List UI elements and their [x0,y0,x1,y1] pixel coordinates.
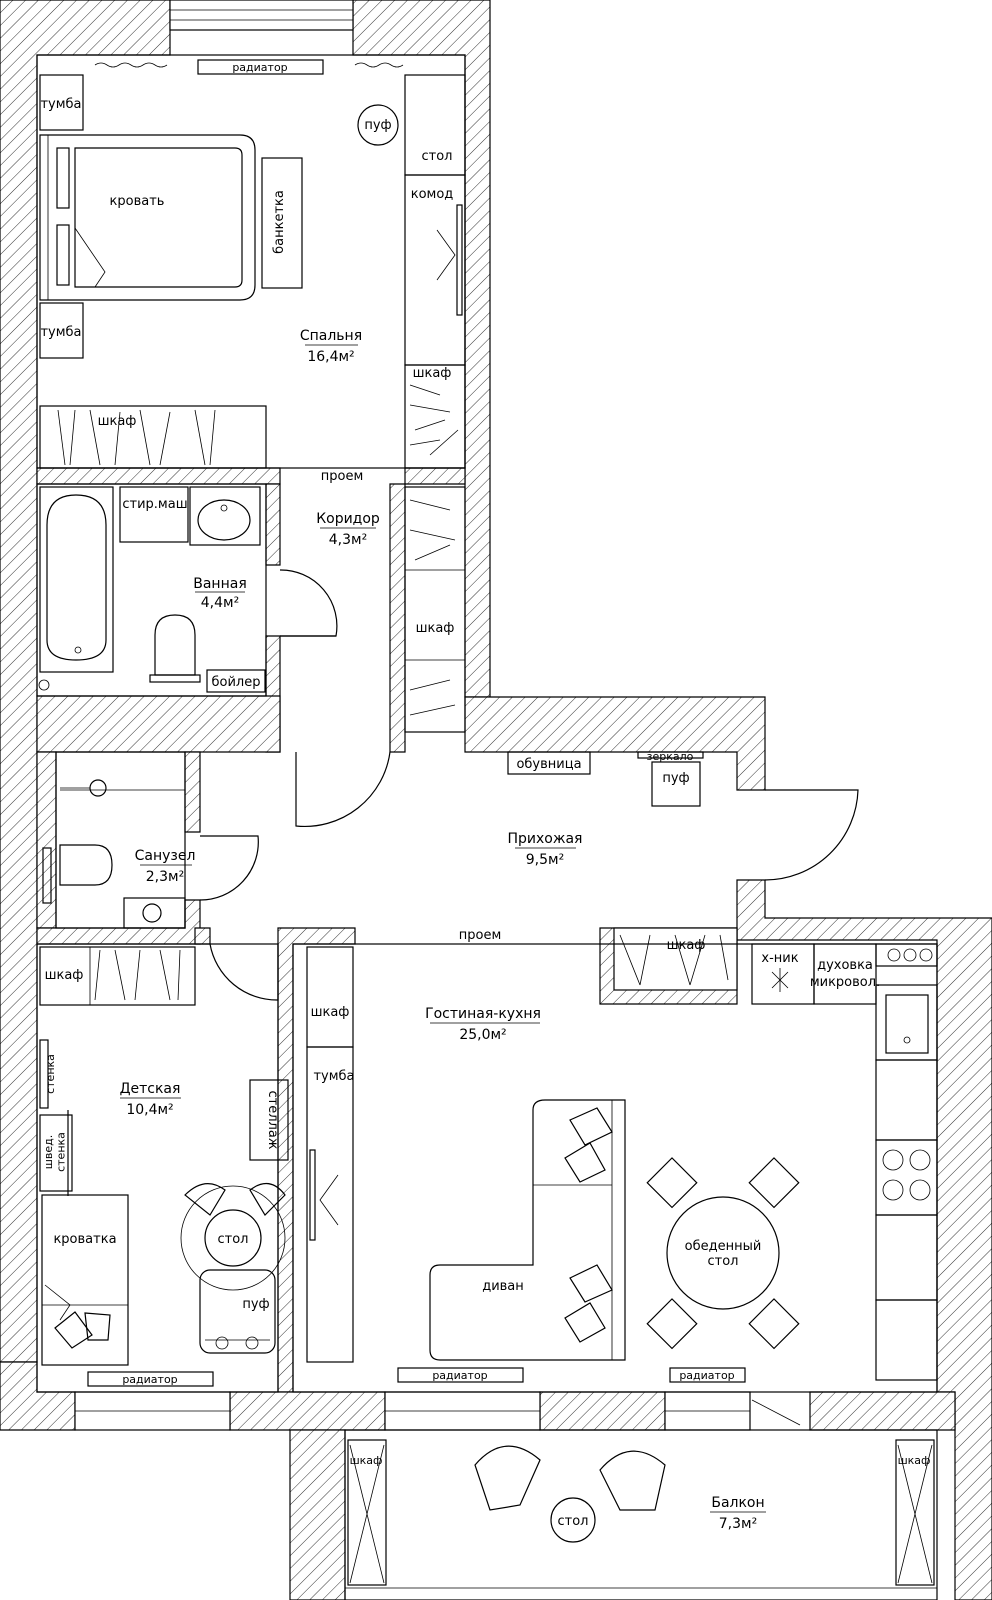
bathroom-furniture: стир.маш Ванная 4,4м² бойлер [38,486,266,693]
mirror-label: зеркало [647,750,694,763]
radiator-living-1-label: радиатор [432,1369,487,1382]
wardrobe-hallway-label: шкаф [667,938,706,953]
room-name-bathroom: Ванная [193,576,247,592]
hallway-furniture: обувница зеркало пуф Прихожая 9,5м² прое… [459,750,729,986]
swedish-wall-label: швед.стенка [42,1132,68,1172]
radiator-label: радиатор [232,61,287,74]
pouf-hallway-label: пуф [662,771,689,786]
opening-bedroom-label: проем [321,469,364,484]
balcony-furniture: шкаф шкаф стол Балкон 7,3м² [347,1439,935,1586]
wardrobe-living-label: шкаф [311,1005,350,1020]
room-name-corridor: Коридор [316,511,380,527]
room-area-bedroom: 16,4м² [307,349,354,365]
fridge-label: х-ник [761,951,798,966]
room-name-living: Гостиная-кухня [425,1006,541,1022]
boiler-label: бойлер [212,675,261,690]
crib-label: кроватка [53,1232,116,1247]
room-area-balcony: 7,3м² [719,1516,757,1532]
pouf-kids-label: пуф [242,1297,269,1312]
pouf-bedroom-label: пуф [364,118,391,133]
room-area-living: 25,0м² [459,1027,506,1043]
room-area-bathroom: 4,4м² [201,595,239,611]
bed-label: кровать [110,194,165,209]
room-name-bedroom: Спальня [300,328,362,344]
radiator-living-2-label: радиатор [679,1369,734,1382]
wall-unit-label: стенка [44,1054,57,1094]
washer-label: стир.маш [122,497,187,512]
wardrobe-balcony-left-label: шкаф [350,1454,383,1467]
shelving-label: стеллаж [265,1090,280,1149]
radiator-kids-label: радиатор [122,1373,177,1386]
shoe-rack-label: обувница [516,757,581,772]
nightstand-top-label: тумба [40,97,81,112]
room-area-hallway: 9,5м² [526,852,564,868]
wardrobe-corridor-label: шкаф [416,621,455,636]
corridor: Коридор 4,3м² шкаф [316,486,466,733]
microwave-label: микровол. [810,975,880,990]
sofa-label: диван [482,1279,524,1294]
wardrobe-bedroom-bottom-label: шкаф [98,414,137,429]
balcony-table-label: стол [558,1514,589,1529]
opening-hallway-label: проем [459,928,502,943]
wardrobe-kids-label: шкаф [45,968,84,983]
room-area-corridor: 4,3м² [329,532,367,548]
tv-stand-label: тумба [313,1069,354,1084]
room-area-kids: 10,4м² [126,1102,173,1118]
kids-table-label: стол [218,1232,249,1247]
dresser-label: комод [411,187,454,202]
oven-label: духовка [817,958,873,973]
room-area-wc: 2,3м² [146,869,184,885]
kids-furniture: шкаф стенка швед.стенка стеллаж Детская … [39,946,289,1387]
doors[interactable] [199,569,859,1426]
wardrobe-bedroom-right-label: шкаф [413,366,452,381]
desk-label: стол [422,149,453,164]
bench-label: банкетка [272,190,287,254]
living-furniture: шкаф тумба Гостиная-кухня 25,0м² диван о… [306,943,938,1383]
room-name-balcony: Балкон [711,1495,764,1511]
bedroom-furniture: радиатор тумба тумба кровать банкетка пу… [39,59,466,484]
nightstand-bottom-label: тумба [40,325,81,340]
room-name-hallway: Прихожая [508,831,583,847]
room-name-kids: Детская [120,1081,181,1097]
room-name-wc: Санузел [135,848,196,864]
wardrobe-balcony-right-label: шкаф [898,1454,931,1467]
wc-furniture: Санузел 2,3м² [42,779,196,929]
